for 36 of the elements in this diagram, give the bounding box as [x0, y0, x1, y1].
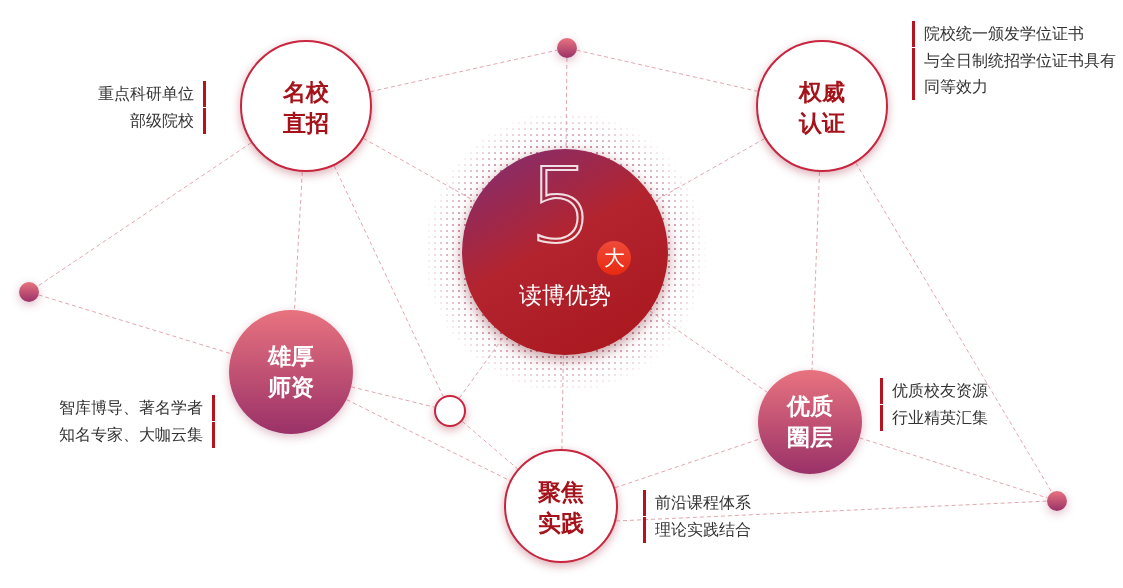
connector-line: [811, 171, 820, 371]
circle-node: [434, 395, 466, 427]
connector-line: [649, 310, 768, 393]
circle-node: [19, 282, 39, 302]
circle-node: [1047, 491, 1067, 511]
connector-line: [461, 420, 519, 470]
note-text: 前沿课程体系: [643, 490, 751, 516]
node-title: 优质圈层: [785, 392, 834, 452]
note-text: 理论实践结合: [643, 517, 751, 543]
big-number: 5: [526, 144, 596, 269]
node-title: 雄厚师资: [266, 342, 315, 402]
node-title: 名校直招: [282, 78, 330, 138]
connector-line: [576, 49, 759, 92]
circle-node: [557, 38, 577, 58]
connector-line: [369, 49, 558, 93]
note-text: 重点科研单位: [98, 81, 206, 107]
node-title: 权威认证: [797, 78, 846, 138]
connector-line: [350, 386, 435, 408]
note-text: 行业精英汇集: [880, 405, 988, 431]
connector-line: [363, 137, 476, 202]
badge: 大: [597, 241, 631, 275]
note-text: 智库博导、著名学者: [59, 395, 215, 421]
note-text: 优质校友资源: [880, 378, 988, 404]
node-title: 读博优势: [518, 281, 612, 310]
note-text: 院校统一颁发学位证书: [912, 21, 1123, 47]
note-text: 与全日制统招学位证书具有同等效力: [912, 48, 1123, 100]
connector-line: [36, 142, 252, 287]
connector-line: [333, 165, 444, 398]
note-text: 知名专家、大咖云集: [59, 422, 215, 448]
connector-line: [38, 294, 233, 355]
node-title: 聚焦实践: [537, 478, 585, 538]
connector-line: [855, 162, 1053, 493]
connector-line: [561, 354, 564, 450]
note-text: 部级院校: [130, 108, 206, 134]
connector-line: [294, 171, 303, 311]
connector-line: [615, 500, 1048, 522]
